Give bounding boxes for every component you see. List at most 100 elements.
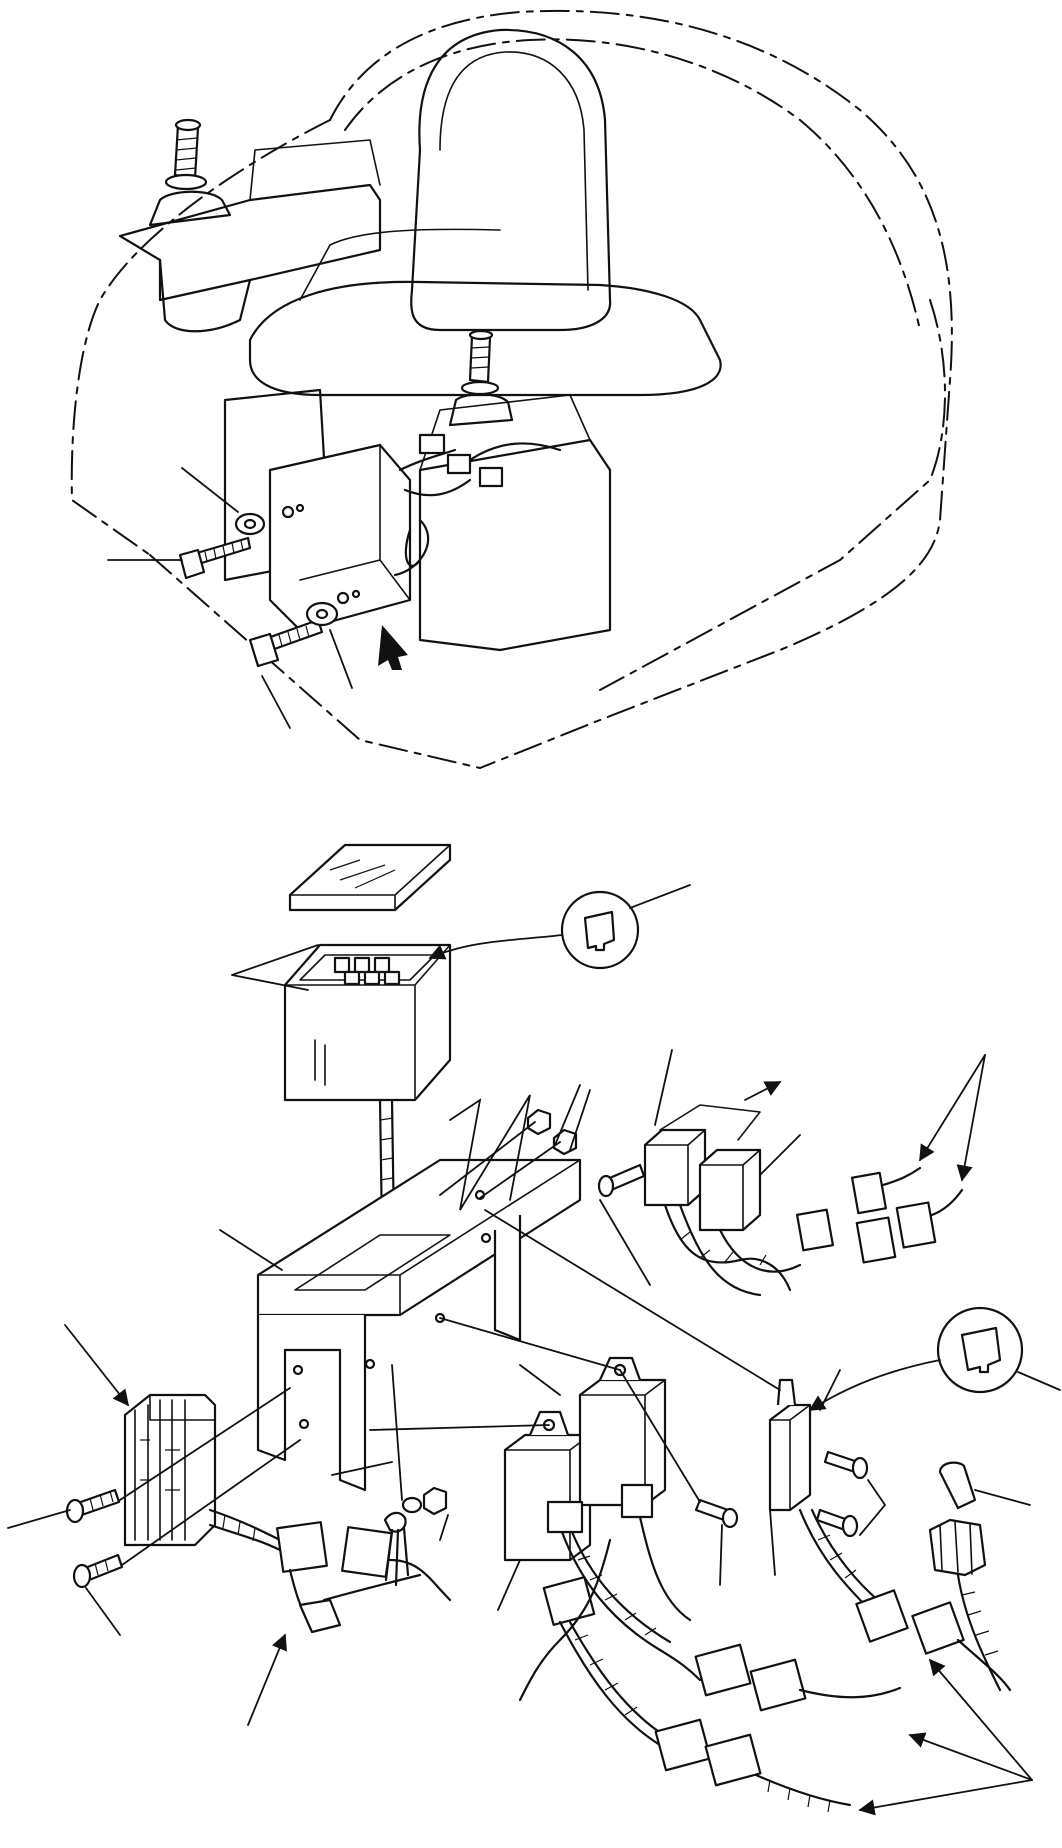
relay-pair-screw xyxy=(597,1163,646,1198)
seat-cushion-side xyxy=(299,228,501,301)
fuse-slot-4 xyxy=(343,970,361,986)
fuse-holder-detail-arrow xyxy=(808,1359,941,1411)
harness-connector-lower-b xyxy=(704,1733,762,1787)
harness-connector-fuse-a xyxy=(855,1589,909,1643)
leader-relay-pair-1 xyxy=(654,1049,673,1126)
harness-relay-pair-a xyxy=(663,1203,792,1292)
leader-fuse-holder-detail xyxy=(1017,1371,1061,1391)
left-joystick xyxy=(148,118,232,227)
relay-large-2 xyxy=(578,1356,667,1507)
upper-bolt-left xyxy=(178,536,252,580)
fuse-box-cover xyxy=(288,843,452,912)
harness-relay-1 xyxy=(518,1538,612,1702)
leader-upper-bolt-right xyxy=(261,675,291,729)
leader-fuse-holder-bracket xyxy=(819,1369,841,1411)
fuse-holder-alignment xyxy=(484,1209,781,1391)
leader-inline-fuse xyxy=(974,1489,1031,1506)
harness-connector-center-b xyxy=(749,1658,807,1712)
relay-screw-lower xyxy=(72,1553,124,1589)
left-joystick-collar xyxy=(164,173,208,191)
harness-connector-center-mid xyxy=(542,1576,596,1626)
arrow-relay-harness xyxy=(247,1633,287,1726)
bracket-hole-5 xyxy=(480,1232,492,1244)
right-console-top xyxy=(419,394,591,471)
leader-fuse-detail xyxy=(629,884,691,909)
left-joystick-boot xyxy=(148,190,232,227)
leader-relay-pair-screw xyxy=(599,1199,651,1286)
leader-upper-washer-right xyxy=(329,629,353,689)
control-box-hole-top-left xyxy=(281,505,295,519)
relay-connector-a xyxy=(276,1521,328,1573)
harness-connector-center-top xyxy=(546,1500,584,1534)
upper-bolt-right xyxy=(248,618,324,668)
exploded-assembly xyxy=(7,843,1061,1816)
leader-relay-pair-2 xyxy=(759,1134,801,1176)
arrow-harness-b xyxy=(908,1732,1033,1781)
leader-relay-screw-center xyxy=(719,1524,723,1586)
relay-harness xyxy=(208,1508,282,1542)
left-console-front xyxy=(158,258,252,333)
relay-pair xyxy=(643,1104,762,1232)
seat-shell-outline xyxy=(329,9,953,769)
relay-cluster xyxy=(123,1393,217,1547)
harness-center-a xyxy=(560,1530,702,1682)
harness-connector-lower-a xyxy=(654,1718,712,1772)
backrest-inner xyxy=(439,51,589,291)
control-box-hole-top-right xyxy=(295,503,305,513)
fuse-detail-arrow xyxy=(428,934,563,960)
seat-assembly xyxy=(70,9,953,769)
arrow-relay-cluster xyxy=(64,1324,130,1407)
inline-fuse-harness xyxy=(956,1573,1002,1692)
right-joystick-cap xyxy=(468,329,494,341)
right-joystick-grip xyxy=(468,334,492,384)
arrow-harness-a xyxy=(928,1658,1033,1781)
view-direction-arrow xyxy=(378,625,408,670)
bracket-hole-2 xyxy=(298,1418,310,1430)
relay-screw-upper xyxy=(65,1488,121,1524)
leader-ground-nut xyxy=(439,1514,449,1541)
inline-fuse xyxy=(938,1461,977,1510)
relay-screw-center-alignment xyxy=(619,1369,701,1503)
seat-base-outline xyxy=(149,554,481,769)
relay-pair-connector-3 xyxy=(855,1216,897,1264)
harness-center-b xyxy=(798,1686,902,1699)
relay-pair-connector-4 xyxy=(895,1201,937,1249)
fuse-slot-5 xyxy=(363,970,381,986)
right-joystick xyxy=(448,329,514,427)
leader-fuse-holder-lower xyxy=(769,1509,776,1576)
harness-connector-a xyxy=(418,433,446,455)
leader-upper-washer xyxy=(181,467,239,513)
leader-bracket-nuts xyxy=(449,1094,531,1211)
relay-large-alignment xyxy=(369,1317,621,1431)
backrest-cushion xyxy=(410,28,612,332)
control-box-hole-bottom-left xyxy=(336,591,350,605)
ground-nut xyxy=(422,1486,448,1516)
leader-relay-large-2 xyxy=(519,1364,561,1396)
right-joystick-boot xyxy=(448,393,514,427)
leader-bracket xyxy=(219,1229,283,1271)
fuse-holder-bracket xyxy=(768,1378,812,1512)
harness-center-c xyxy=(558,1620,662,1747)
relay-pair-direction-arrow xyxy=(744,1081,782,1101)
arrow-harness-c xyxy=(858,1779,1033,1816)
control-box-hole-bottom-right xyxy=(351,589,361,599)
harness-lower xyxy=(754,1773,852,1807)
leader-relay-pair-connector-b xyxy=(956,1054,986,1182)
leader-ground-terminal xyxy=(331,1461,393,1476)
harness-connector-relay-2 xyxy=(620,1483,654,1519)
left-console-top-line xyxy=(249,139,381,201)
leader-relay-screw-upper xyxy=(7,1509,71,1529)
bracket-nut-alignment xyxy=(439,1121,561,1199)
leader-bracket-nuts-2 xyxy=(554,1084,591,1151)
fuse-slot-2 xyxy=(353,956,371,974)
bracket-nut-1 xyxy=(526,1108,552,1136)
relay-pair-bracket xyxy=(659,1104,761,1141)
bracket-cutout xyxy=(294,1234,451,1291)
relay-pair-connector-1 xyxy=(796,1208,834,1252)
bracket-hole-3 xyxy=(364,1358,376,1370)
leader-relay-screw-lower xyxy=(85,1587,121,1636)
harness-connector-fuse-b xyxy=(911,1601,965,1655)
seat-right-edge xyxy=(599,299,946,691)
harness-connector-c xyxy=(478,466,504,488)
relay-screw-alignment-lines xyxy=(119,1387,301,1566)
